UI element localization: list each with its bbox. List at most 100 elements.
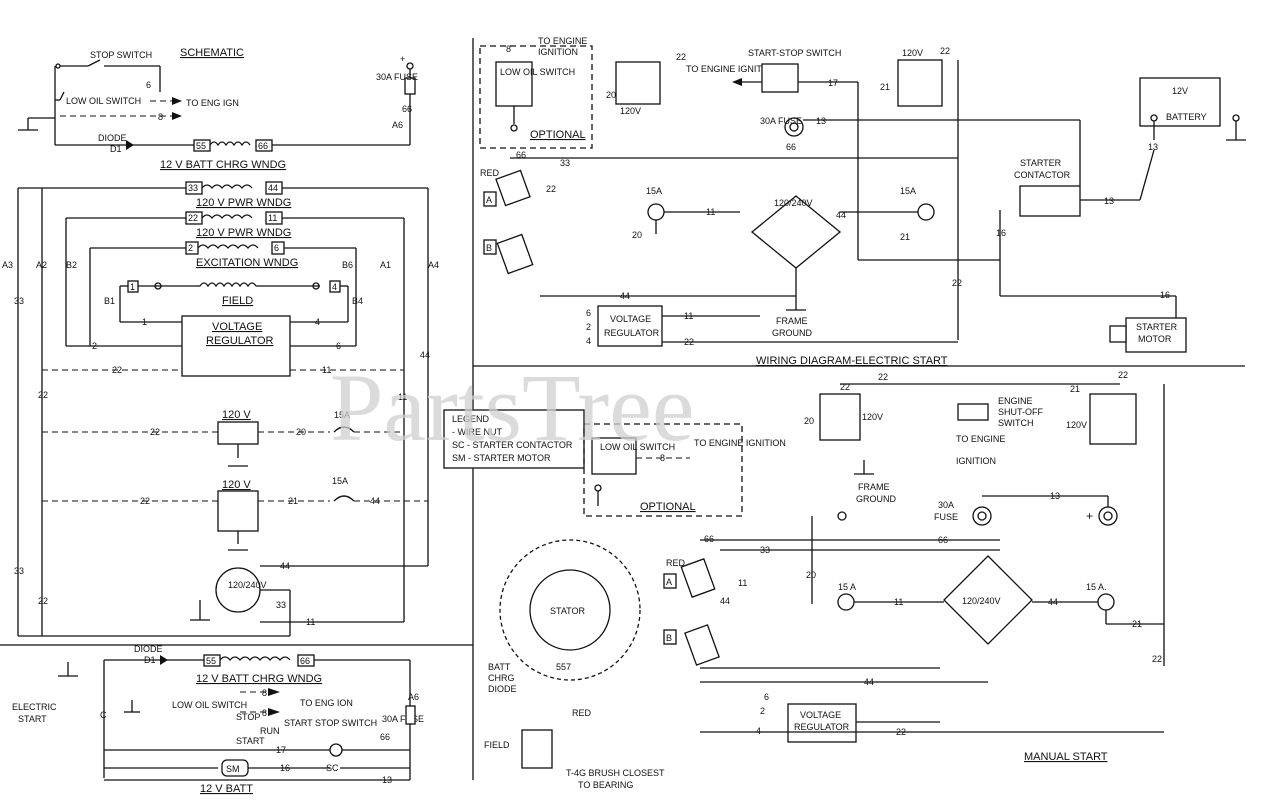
we-wire-20-label: 20	[606, 90, 616, 100]
wire-8-label: 8	[158, 112, 163, 122]
we-wire-8-label: 8	[506, 44, 511, 54]
we-plug-b-label: B	[486, 243, 492, 253]
es-c-label: C	[100, 710, 107, 720]
es-low-oil-switch-label: LOW OIL SWITCH	[172, 700, 247, 710]
wm-receptacle-120v-1-label: 120V	[862, 412, 883, 422]
b1-label: B1	[104, 296, 115, 306]
wm-wire-66-b-label: 66	[938, 535, 948, 545]
b6-label: B6	[342, 260, 353, 270]
section-dividers	[0, 38, 1245, 780]
we-frame-ground-label-2: GROUND	[772, 328, 812, 338]
we-receptacle-120v-b-label: 120V	[902, 48, 923, 58]
wm-wire-66-label: 66	[704, 534, 714, 544]
we-starter-contactor-label-1: STARTER	[1020, 158, 1062, 168]
wm-vr-wire-2-label: 2	[760, 706, 765, 716]
schematic-title: SCHEMATIC	[180, 47, 244, 59]
wm-wire-33-label: 33	[760, 545, 770, 555]
wm-plus-label: +	[1086, 509, 1093, 523]
wm-breaker-15a-2-label: 15 A.	[1086, 582, 1107, 592]
wm-wire-44-label: 44	[720, 596, 730, 606]
wm-wire-22-a-label: 22	[840, 382, 850, 392]
es-wire-8a-label: 8	[262, 688, 267, 698]
es-a6-label: A6	[408, 692, 419, 702]
electric-start-schematic-section: DIODE D1 55 66 12 V BATT CHRG WNDG C ELE…	[12, 644, 424, 795]
we-wire-33-label: 33	[560, 158, 570, 168]
rail-11-label: 11	[398, 392, 407, 402]
we-wire-13-c-label: 13	[1104, 196, 1114, 206]
terminal-2-label: 2	[188, 243, 193, 253]
we-wire-44-label: 44	[836, 210, 846, 220]
wm-wire-20-b-label: 20	[806, 570, 816, 580]
es-sc-label: SC	[326, 763, 339, 773]
we-wire-21-b-label: 21	[900, 232, 910, 242]
excitation-wndg-label: EXCITATION WNDG	[196, 257, 298, 269]
breaker-15a-1-label: 15A	[334, 410, 350, 420]
wm-wire-22-e-label: 22	[1152, 654, 1162, 664]
rec3-wire-44-label: 44	[280, 561, 290, 571]
we-wire-16-b-label: 16	[1160, 290, 1170, 300]
we-voltage-regulator-label-2: REGULATOR	[604, 328, 660, 338]
wm-frame-ground-label-1: FRAME	[858, 482, 890, 492]
vr-wire-1-label: 1	[142, 317, 147, 327]
wm-wire-21-b-label: 21	[1132, 619, 1142, 629]
we-wire-22-c-label: 22	[952, 278, 962, 288]
es-electric-label-2: START	[18, 714, 47, 724]
we-low-oil-switch-label: LOW OIL SWITCH	[500, 67, 575, 77]
we-vr-wire-11-label: 11	[684, 311, 693, 321]
es-wire-13-label: 13	[382, 775, 392, 785]
es-stop-label: STOP	[236, 712, 260, 722]
we-wire-66-b-label: 66	[516, 150, 526, 160]
wm-field-label: FIELD	[484, 740, 510, 750]
wm-batt-chrg-diode-label-2: CHRG	[488, 673, 515, 683]
a4-label: A4	[428, 260, 439, 270]
we-wire-11-label: 11	[706, 207, 715, 217]
wm-wire-44-b-label: 44	[1048, 597, 1058, 607]
wm-wire-11-b-label: 11	[894, 597, 903, 607]
wm-engine-shutoff-label-2: SHUT-OFF	[998, 407, 1043, 417]
wm-to-engine-ignition-2-label-1: TO ENGINE	[956, 434, 1005, 444]
we-breaker-15a-2-label: 15A	[900, 186, 916, 196]
we-to-engine-ignition-label-1: TO ENGINE	[538, 36, 587, 46]
we-wire-17-label: 17	[828, 78, 838, 88]
stop-switch-label: STOP SWITCH	[90, 50, 152, 60]
wm-to-engine-ignition-2-label-2: IGNITION	[956, 456, 996, 466]
es-electric-label-1: ELECTRIC	[12, 702, 57, 712]
we-receptacle-120-240-label: 120/240V	[774, 198, 813, 208]
rail-22-b-label: 22	[38, 596, 48, 606]
watermark-text: PartsTree	[330, 354, 694, 461]
wm-voltage-regulator-label-2: REGULATOR	[794, 722, 850, 732]
batt-chrg-wndg-label: 12 V BATT CHRG WNDG	[160, 159, 286, 171]
terminal-6-label: 6	[274, 243, 279, 253]
terminal-66-label: 66	[258, 141, 268, 151]
rec2-wire-44-label: 44	[370, 496, 380, 506]
wm-wire-22-d-label: 22	[896, 727, 906, 737]
legend-item-wire-nut: - WIRE NUT	[452, 427, 502, 437]
es-wire-17-label: 17	[276, 745, 286, 755]
we-wire-22-d-label: 22	[546, 184, 556, 194]
wm-557-label: 557	[556, 662, 571, 672]
vr-wire-4-label: 4	[315, 317, 320, 327]
plus-label: +	[400, 54, 405, 64]
wm-brush-note-label-2: TO BEARING	[578, 780, 633, 790]
terminal-44-label: 44	[268, 183, 278, 193]
wm-engine-shutoff-label-3: SWITCH	[998, 418, 1034, 428]
fuse-30a-label: 30A FUSE	[376, 72, 418, 82]
we-wire-22-b-label: 22	[940, 46, 950, 56]
we-vr-wire-22-label: 22	[684, 337, 694, 347]
wiring-manual-start-section: LOW OIL SWITCH 8 TO ENGINE IGNITION OPTI…	[484, 370, 1165, 790]
we-plug-a-label: A	[486, 195, 492, 205]
rec3-wire-11-label: 11	[306, 617, 315, 627]
wm-wire-8-label: 8	[660, 453, 665, 463]
we-battery-12v-label: 12V	[1172, 86, 1188, 96]
we-wire-22-a-label: 22	[676, 52, 686, 62]
wm-wire-11-label: 11	[738, 578, 747, 588]
we-receptacle-120v-label: 120V	[620, 106, 641, 116]
breaker-15a-2-label: 15A	[332, 476, 348, 486]
receptacle-120v-1-label: 120 V	[222, 409, 251, 421]
wm-wire-21-label: 21	[1070, 384, 1080, 394]
wm-wire-44-c-label: 44	[864, 677, 874, 687]
wm-plug-b-label: B	[666, 633, 672, 643]
es-wire-66-label: 66	[380, 732, 390, 742]
we-to-engine-ignition-label-2: IGNITION	[538, 47, 578, 57]
es-batt-label: 12 V BATT	[200, 783, 253, 795]
